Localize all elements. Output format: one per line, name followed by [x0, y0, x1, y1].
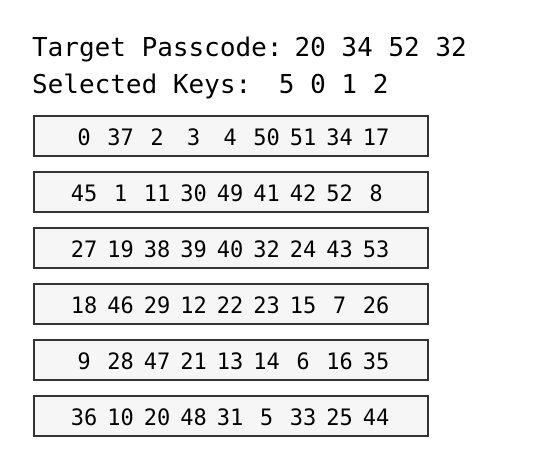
key-button[interactable]: 26: [362, 294, 390, 319]
key-button[interactable]: 12: [180, 294, 207, 319]
selected-keys-line: Selected Keys: 5 0 1 2: [32, 70, 388, 100]
key-row: 27 19 38 39 40 32 24 43 53: [33, 227, 429, 269]
key-button[interactable]: 32: [253, 238, 280, 263]
key-button[interactable]: 19: [107, 238, 134, 263]
key-button[interactable]: 34: [326, 126, 353, 151]
key-button[interactable]: 46: [107, 294, 134, 319]
key-button[interactable]: 8: [369, 182, 383, 207]
key-button[interactable]: 44: [362, 406, 390, 431]
key-button[interactable]: 29: [143, 294, 171, 319]
key-button[interactable]: 9: [77, 350, 91, 375]
target-passcode-line: Target Passcode: 20 34 52 32: [32, 33, 467, 63]
key-button[interactable]: 31: [216, 406, 244, 431]
key-button[interactable]: 2: [150, 126, 164, 151]
key-button[interactable]: 38: [143, 238, 171, 263]
key-button[interactable]: 13: [216, 350, 244, 375]
key-row: 18 46 29 12 22 23 15 7 26: [33, 283, 429, 325]
key-button[interactable]: 25: [326, 406, 353, 431]
key-button[interactable]: 17: [362, 126, 390, 151]
key-button[interactable]: 36: [70, 406, 98, 431]
key-button[interactable]: 22: [216, 294, 244, 319]
key-button[interactable]: 1: [113, 182, 128, 207]
key-button[interactable]: 21: [180, 350, 207, 375]
target-passcode-label: Target Passcode:: [32, 33, 283, 63]
key-button[interactable]: 10: [107, 406, 134, 431]
key-button[interactable]: 33: [289, 406, 317, 431]
key-button[interactable]: 20: [143, 406, 171, 431]
key-button[interactable]: 5: [259, 406, 274, 431]
key-button[interactable]: 53: [362, 238, 390, 263]
key-button[interactable]: 28: [107, 350, 134, 375]
target-passcode-value: 20 34 52 32: [294, 33, 467, 63]
key-button[interactable]: 15: [289, 294, 317, 319]
key-button[interactable]: 18: [70, 294, 98, 319]
key-button[interactable]: 37: [107, 126, 134, 151]
key-row: 9 28 47 21 13 14 6 16 35: [33, 339, 429, 381]
key-button[interactable]: 41: [253, 182, 280, 207]
key-button[interactable]: 48: [180, 406, 207, 431]
key-button[interactable]: 42: [289, 182, 317, 207]
key-button[interactable]: 16: [326, 350, 353, 375]
key-button[interactable]: 45: [70, 182, 98, 207]
key-button[interactable]: 3: [186, 126, 201, 151]
key-button[interactable]: 30: [180, 182, 207, 207]
key-button[interactable]: 14: [253, 350, 280, 375]
key-button[interactable]: 27: [70, 238, 98, 263]
key-button[interactable]: 51: [289, 126, 317, 151]
key-button[interactable]: 50: [253, 126, 280, 151]
selected-keys-value: 5 0 1 2: [263, 70, 389, 100]
key-row: 36 10 20 48 31 5 33 25 44: [33, 395, 429, 437]
key-button[interactable]: 52: [326, 182, 353, 207]
key-button[interactable]: 43: [326, 238, 353, 263]
key-button[interactable]: 47: [143, 350, 171, 375]
key-button[interactable]: 11: [143, 182, 171, 207]
key-button[interactable]: 23: [253, 294, 280, 319]
key-button[interactable]: 49: [216, 182, 244, 207]
selected-keys-label: Selected Keys:: [32, 70, 252, 100]
key-button[interactable]: 6: [296, 350, 310, 375]
key-button[interactable]: 39: [180, 238, 207, 263]
key-button[interactable]: 4: [223, 126, 237, 151]
key-button[interactable]: 7: [332, 294, 347, 319]
key-button[interactable]: 35: [362, 350, 390, 375]
key-button[interactable]: 0: [77, 126, 91, 151]
key-button[interactable]: 40: [216, 238, 244, 263]
key-button[interactable]: 24: [289, 238, 317, 263]
